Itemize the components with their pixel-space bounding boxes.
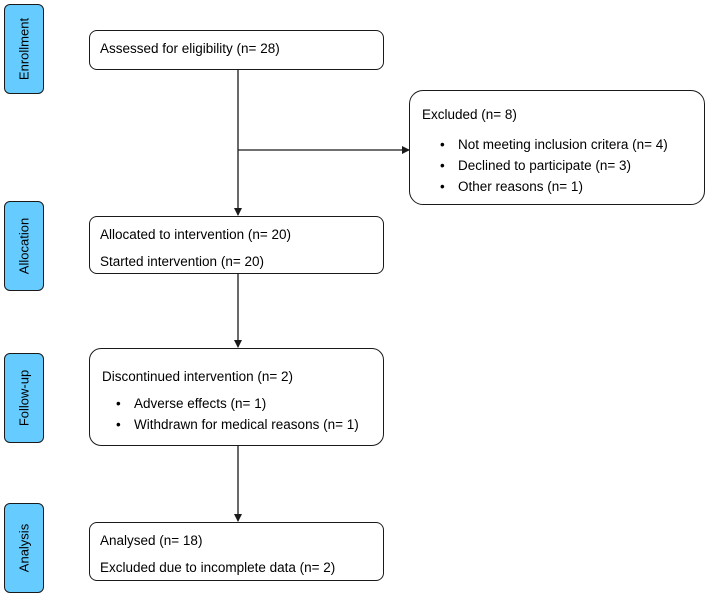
stage-enrollment-label: Enrollment (16, 17, 32, 81)
excluded-reasons-list: Not meeting inclusion critera (n= 4) Dec… (438, 134, 668, 197)
excluded-incomplete-text: Excluded due to incomplete data (n= 2) (100, 560, 336, 575)
discontinued-reasons-list: Adverse effects (n= 1) Withdrawn for med… (114, 393, 359, 435)
excluded-box: Excluded (n= 8) Not meeting inclusion cr… (409, 90, 705, 205)
analysed-box: Analysed (n= 18) Excluded due to incompl… (89, 522, 384, 581)
discontinued-reason-item: Withdrawn for medical reasons (n= 1) (114, 414, 359, 435)
excluded-reason-item: Not meeting inclusion critera (n= 4) (438, 134, 668, 155)
excluded-reason-item: Other reasons (n= 1) (438, 176, 668, 197)
stage-followup: Follow-up (4, 353, 44, 443)
analysed-text: Analysed (n= 18) (100, 533, 203, 548)
assessed-box: Assessed for eligibility (n= 28) (89, 30, 384, 70)
excluded-reason-item: Declined to participate (n= 3) (438, 155, 668, 176)
stage-analysis-label: Analysis (16, 523, 32, 573)
stage-allocation-label: Allocation (16, 217, 32, 275)
stage-enrollment: Enrollment (4, 4, 44, 94)
stage-allocation: Allocation (4, 201, 44, 291)
allocated-text: Allocated to intervention (n= 20) (100, 227, 291, 242)
discontinued-title: Discontinued intervention (n= 2) (102, 369, 293, 384)
discontinued-box: Discontinued intervention (n= 2) Adverse… (89, 348, 384, 446)
stage-analysis: Analysis (4, 503, 44, 593)
started-text: Started intervention (n= 20) (100, 254, 264, 269)
excluded-title: Excluded (n= 8) (422, 107, 517, 122)
assessed-text: Assessed for eligibility (n= 28) (100, 41, 280, 56)
stage-followup-label: Follow-up (16, 369, 32, 427)
allocated-box: Allocated to intervention (n= 20) Starte… (89, 216, 384, 274)
discontinued-reason-item: Adverse effects (n= 1) (114, 393, 359, 414)
